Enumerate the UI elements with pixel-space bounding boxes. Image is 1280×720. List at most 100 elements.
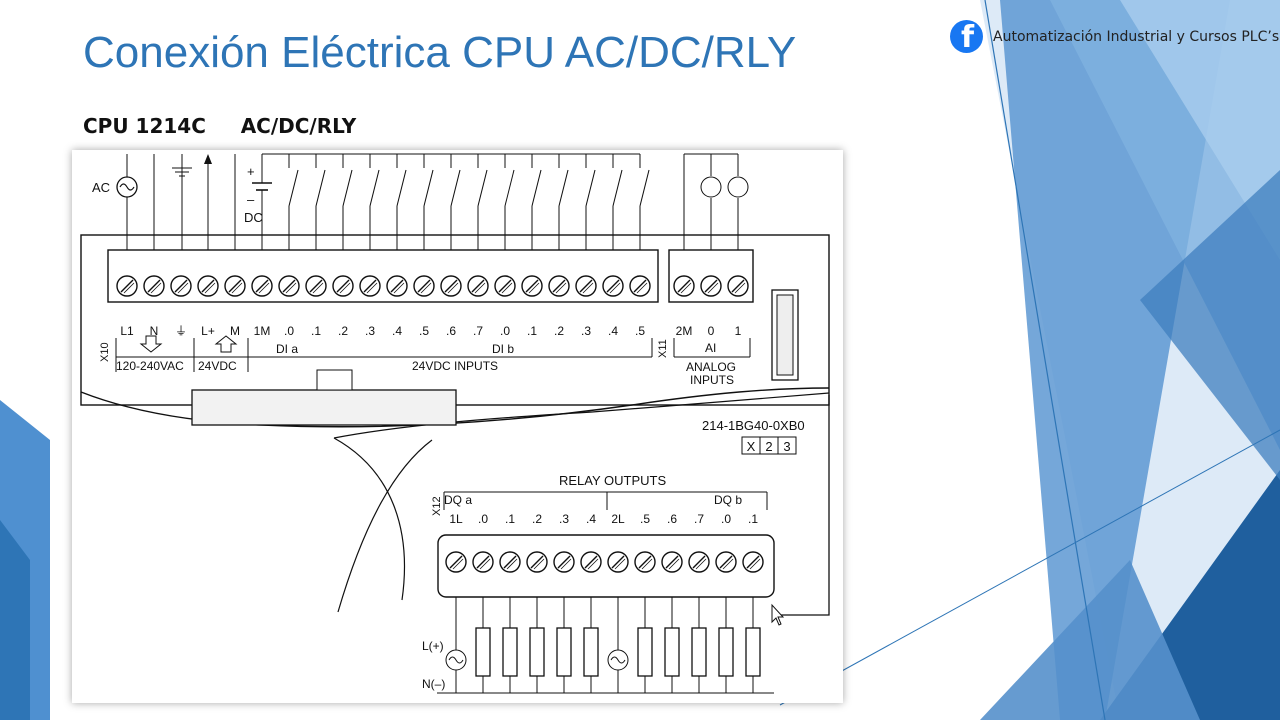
terminal-screw	[629, 275, 651, 297]
load-resistor-icon	[475, 627, 491, 693]
x12-group-a: DQ a	[444, 493, 472, 507]
x11-connector-label: X11	[657, 339, 669, 358]
facebook-icon: f	[950, 20, 983, 53]
terminal-screw	[305, 275, 327, 297]
terminal-label: .7	[473, 324, 483, 338]
ac-source-icon	[607, 628, 629, 693]
ground-icon	[172, 167, 192, 177]
relay-outputs-title: RELAY OUTPUTS	[559, 473, 666, 488]
arrow-down-icon	[139, 335, 163, 353]
terminal-label: ⏚	[175, 324, 187, 338]
terminal-screw	[445, 551, 467, 573]
terminal-screw	[224, 275, 246, 297]
terminal-label: .1	[748, 512, 758, 526]
terminal-screw	[386, 275, 408, 297]
dc-label: DC	[244, 210, 263, 225]
terminal-screw	[521, 275, 543, 297]
terminal-label: .5	[640, 512, 650, 526]
ac-label: AC	[92, 180, 110, 195]
x10-group-dia: DI a	[276, 342, 298, 356]
terminal-label: .1	[311, 324, 321, 338]
terminal-label: .2	[532, 512, 542, 526]
terminal-label: 2L	[611, 512, 625, 526]
terminal-label: .0	[500, 324, 510, 338]
dc-minus-label: –	[247, 192, 255, 207]
x10-terminal-block	[107, 249, 659, 303]
terminal-label: 1M	[254, 324, 271, 338]
terminal-screw	[359, 275, 381, 297]
x10-group-dib: DI b	[492, 342, 514, 356]
load-resistor-icon	[691, 627, 707, 693]
switch-icon	[585, 154, 596, 250]
terminal-label: .5	[635, 324, 645, 338]
terminal-label: .3	[581, 324, 591, 338]
x11-group: AI	[705, 341, 716, 355]
terminal-screw	[727, 275, 749, 297]
terminal-screw	[332, 275, 354, 297]
terminal-screw	[251, 275, 273, 297]
analog-caption-1: ANALOG	[686, 360, 736, 374]
switch-icon	[477, 154, 488, 250]
x12-terminal-block	[437, 534, 775, 598]
terminal-screw	[553, 551, 575, 573]
terminal-screw	[170, 275, 192, 297]
x10-connector-label: X10	[99, 342, 111, 362]
version-box-label: 3	[783, 439, 790, 454]
load-resistor-icon	[637, 627, 653, 693]
x10-screws	[116, 275, 651, 297]
switch-icon	[558, 154, 569, 250]
terminal-screw	[197, 275, 219, 297]
load-resistor-icon	[502, 627, 518, 693]
x12-connector-label: X12	[431, 496, 443, 516]
mouse-cursor-icon	[771, 603, 785, 626]
dc-battery-icon	[252, 182, 272, 191]
terminal-label: .7	[694, 512, 704, 526]
switch-icon	[639, 154, 650, 250]
switch-icon	[342, 154, 353, 250]
terminal-label: .0	[721, 512, 731, 526]
x12-group-b: DQ b	[714, 493, 742, 507]
terminal-screw	[607, 551, 629, 573]
x10-group-inputs: 24VDC INPUTS	[412, 359, 498, 373]
terminal-screw	[526, 551, 548, 573]
terminal-screw	[467, 275, 489, 297]
terminal-label: 1	[735, 324, 742, 338]
switch-icon	[396, 154, 407, 250]
terminal-label: 0	[708, 324, 715, 338]
terminal-label: .3	[559, 512, 569, 526]
terminal-screw	[742, 551, 764, 573]
dc-plus-label: +	[247, 164, 255, 179]
terminal-label: .0	[284, 324, 294, 338]
facebook-page-name: Automatización Industrial y Cursos PLC’s	[993, 28, 1280, 45]
terminal-label: .4	[586, 512, 596, 526]
load-resistor-icon	[529, 627, 545, 693]
load-l-plus-label: L(+)	[422, 639, 444, 653]
terminal-label: N	[150, 324, 159, 338]
terminal-label: .0	[478, 512, 488, 526]
facebook-link[interactable]: f Automatización Industrial y Cursos PLC…	[950, 20, 1279, 53]
terminal-label: .1	[505, 512, 515, 526]
version-box	[777, 436, 797, 455]
switch-icon	[612, 154, 623, 250]
input-switches	[262, 153, 650, 250]
terminal-label: 1L	[449, 512, 463, 526]
terminal-screw	[688, 551, 710, 573]
switch-icon	[315, 154, 326, 250]
relay-loads	[445, 597, 761, 693]
part-number: 214-1BG40-0XB0	[702, 418, 805, 433]
switch-icon	[531, 154, 542, 250]
switch-icon	[504, 154, 515, 250]
load-resistor-icon	[664, 627, 680, 693]
analog-source-icons	[683, 153, 749, 250]
terminal-screw	[499, 551, 521, 573]
terminal-screw	[575, 275, 597, 297]
switch-icon	[423, 154, 434, 250]
terminal-screw	[413, 275, 435, 297]
x10-group-sensor: 24VDC	[198, 359, 237, 373]
x11-screws	[673, 275, 749, 297]
terminal-label: 2M	[676, 324, 693, 338]
terminal-screw	[580, 551, 602, 573]
load-resistor-icon	[745, 627, 761, 693]
